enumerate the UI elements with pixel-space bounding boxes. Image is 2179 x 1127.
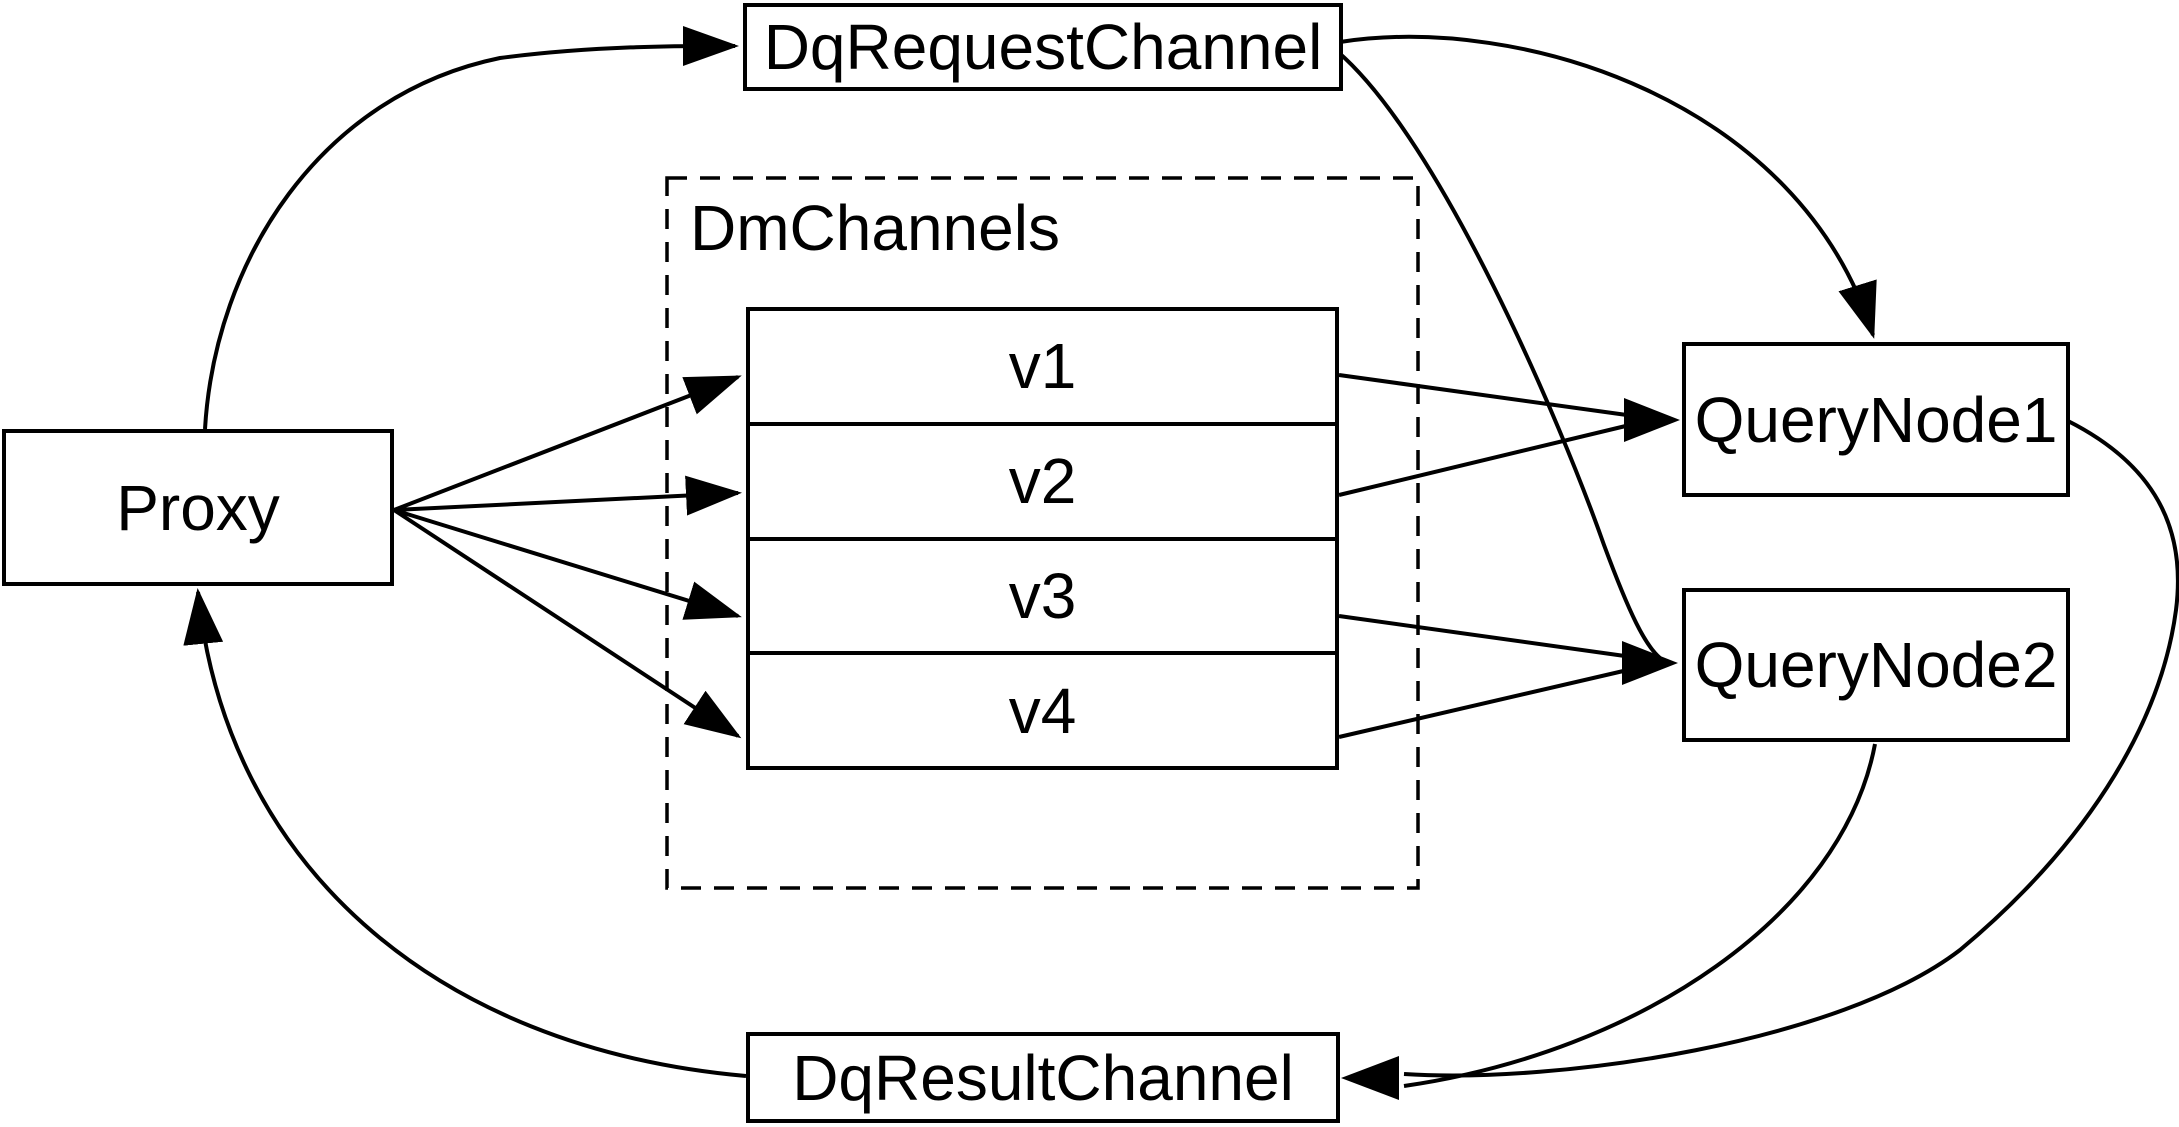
edge-v2-to-querynode1 [1338,422,1635,497]
node-dq-result-channel: DqResultChannel [746,1032,1340,1123]
edge-dqresultchannel-to-proxy [183,588,747,1078]
edge-v3-to-querynode2 [1338,614,1633,659]
arrowhead-querynode2-left [1622,641,1678,685]
channel-v2-label: v2 [1008,445,1077,518]
channel-row-v2: v2 [750,421,1335,537]
node-query-node-1: QueryNode1 [1682,342,2070,497]
query-node-2-label: QueryNode2 [1694,629,2058,701]
arrowhead-querynode1-left [1624,398,1680,442]
edge-proxy-to-dqrequestchannel [203,25,739,430]
dm-channels-group-label: DmChannels [690,192,1060,264]
dq-result-channel-label: DqResultChannel [792,1041,1294,1114]
query-node-1-label: QueryNode1 [1694,383,2058,456]
dq-request-channel-label: DqRequestChannel [763,11,1323,83]
channel-v4-label: v4 [1008,674,1077,747]
proxy-label: Proxy [116,471,280,544]
node-proxy: Proxy [2,429,394,586]
edge-proxy-to-v4 [392,508,742,739]
edge-querynode1-to-dqresultchannel [1403,419,2179,1078]
dm-channels-dashed-border [665,176,1420,890]
edge-querynode2-to-dqresultchannel [1403,743,1877,1088]
edge-proxy-to-v1 [393,375,742,512]
channel-v1-label: v1 [1008,330,1077,403]
channel-v3-label: v3 [1008,559,1077,632]
channel-row-v3: v3 [750,536,1335,652]
edge-proxy-to-v2 [393,475,742,516]
edge-dqrequestchannel-to-querynode1 [1339,34,1877,339]
edge-proxy-to-v3 [393,508,742,620]
node-query-node-2: QueryNode2 [1682,588,2070,742]
edge-v1-to-querynode1 [1338,373,1635,418]
channel-row-v4: v4 [750,651,1335,766]
dm-channels-stack: v1 v2 v3 v4 [746,307,1339,770]
node-dq-request-channel: DqRequestChannel [743,3,1343,91]
edge-dqrequestchannel-to-querynode2 [1336,50,1662,660]
edge-v4-to-querynode2 [1338,667,1633,739]
channel-row-v1: v1 [750,311,1335,422]
arrowhead-dqresultchannel-right [1341,1056,1399,1100]
